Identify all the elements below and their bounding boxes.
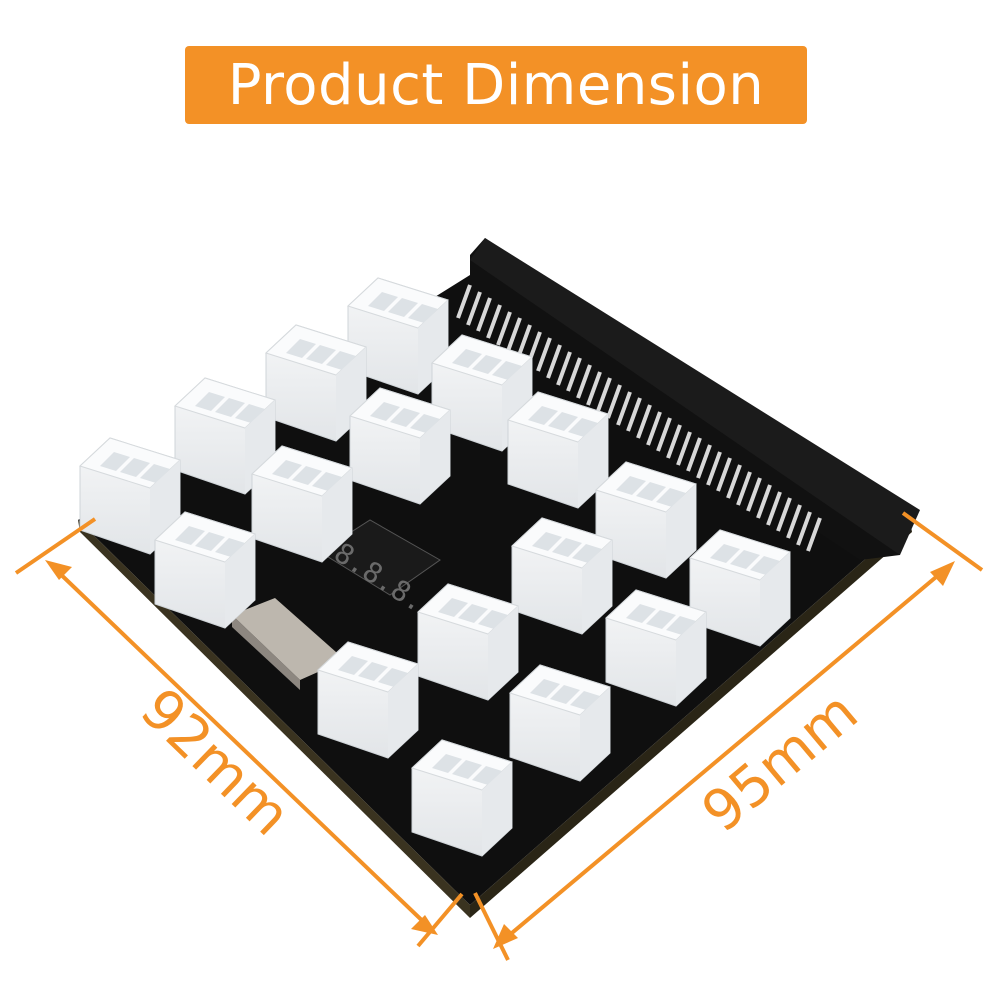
page-title: Product Dimension [227, 52, 765, 118]
title-banner: Product Dimension [185, 46, 807, 124]
edge-slot-connector [456, 238, 920, 560]
power-switch [232, 598, 345, 690]
dimension-right [473, 511, 984, 961]
dimension-left [14, 517, 464, 948]
